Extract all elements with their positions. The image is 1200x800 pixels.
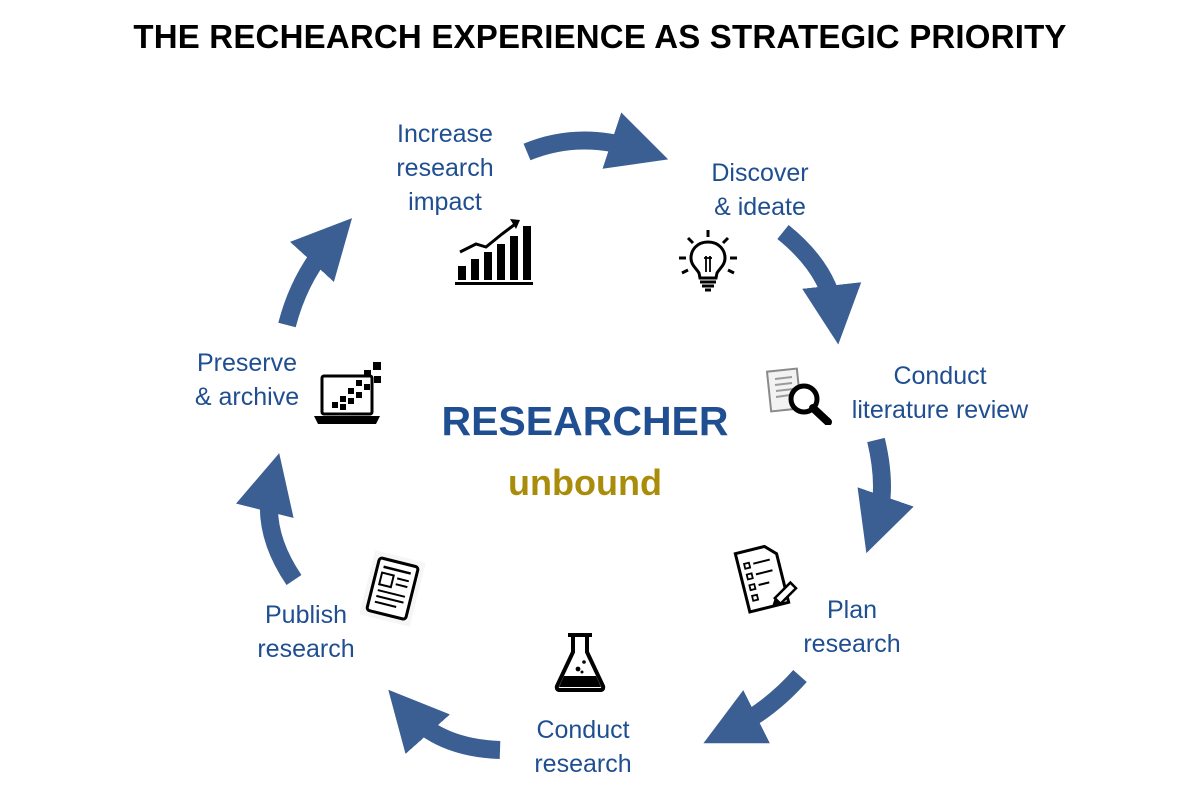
step-plan-research: Plan research	[803, 596, 901, 658]
laptop-data-icon	[314, 362, 381, 424]
arrow-impact-to-discover	[523, 112, 669, 169]
arrow-preserve-to-impact	[278, 218, 353, 328]
checklist-pencil-icon	[733, 544, 798, 614]
step-increase-impact: Increase research impact	[396, 120, 494, 216]
document-magnifier-icon	[766, 367, 832, 425]
newspaper-icon	[359, 550, 426, 627]
lightbulb-icon	[679, 230, 737, 292]
step-discover-ideate: Discover & ideate	[711, 159, 809, 221]
growth-chart-icon	[455, 219, 533, 285]
diagram-title: THE RECHEARCH EXPERIENCE AS STRATEGIC PR…	[133, 18, 1067, 55]
arrow-conduct-to-publish	[388, 689, 501, 759]
step-preserve-archive: Preserve & archive	[194, 349, 300, 411]
arrow-plan-to-conduct	[703, 669, 807, 744]
step-publish-research: Publish research	[257, 601, 355, 663]
step-literature-review: Conduct literature review	[851, 362, 1029, 424]
center-subtitle: unbound	[508, 462, 662, 503]
step-conduct-research: Conduct research	[534, 716, 632, 778]
arrow-publish-to-preserve	[235, 453, 302, 586]
flask-icon	[554, 633, 606, 692]
center-title: RESEARCHER	[441, 398, 729, 444]
arrow-literature-to-plan	[857, 437, 914, 554]
arrow-discover-to-literature	[777, 225, 862, 345]
